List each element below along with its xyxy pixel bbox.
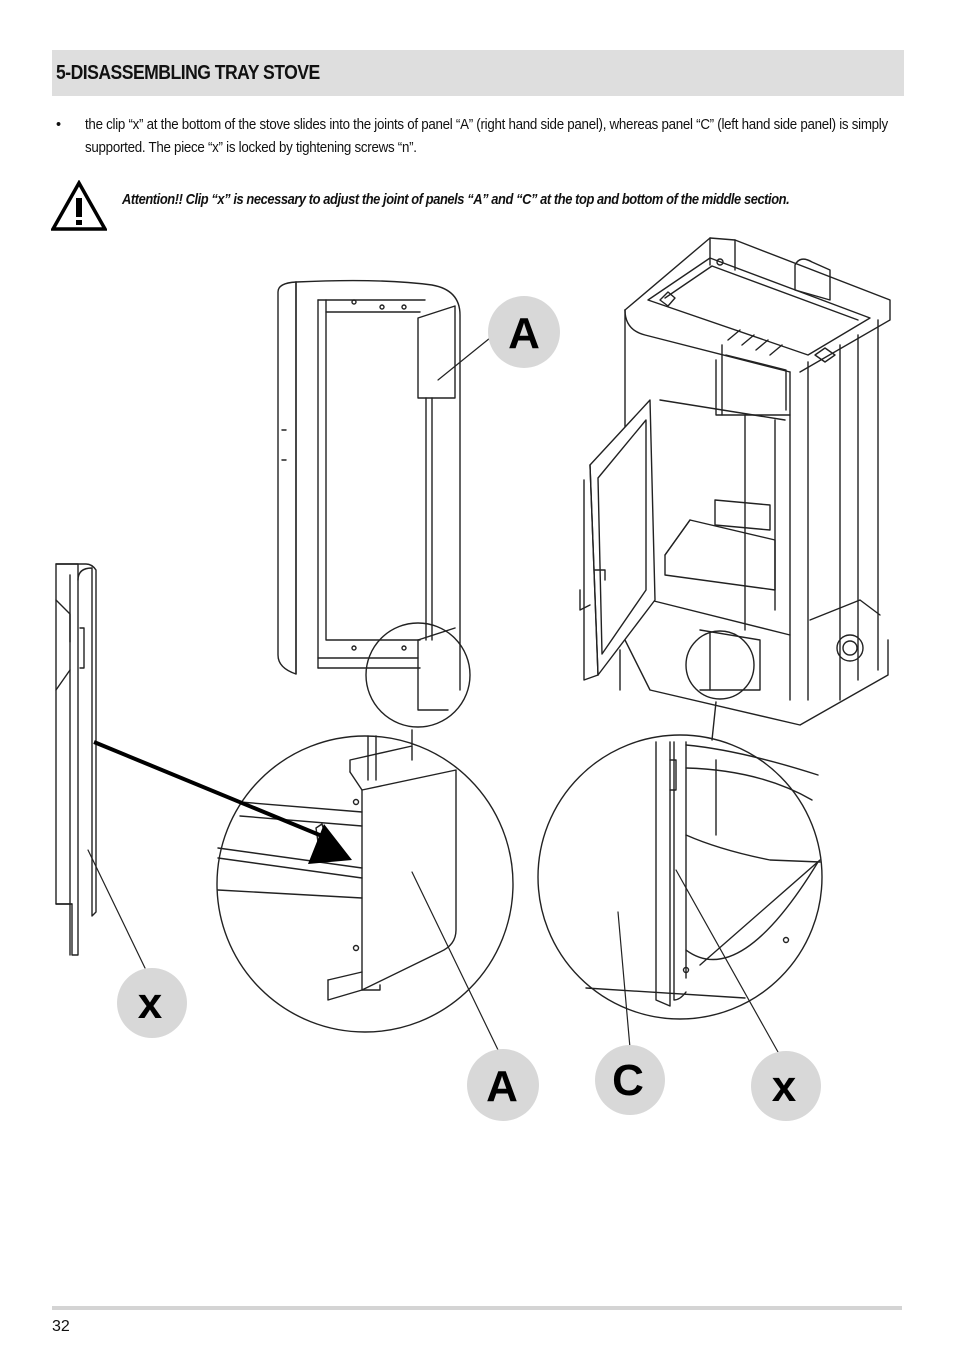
side-panel-a-drawing: [277, 279, 491, 746]
callout-a-bottom-label: A: [486, 1062, 518, 1111]
attention-note: Attention!! Clip “x” is necessary to adj…: [122, 191, 790, 208]
footer-divider: [52, 1306, 902, 1310]
callout-a-top: A: [488, 296, 560, 368]
detail-circle-panel-c: [537, 734, 823, 1053]
callout-x-bottom-label: x: [772, 1062, 797, 1111]
callout-a-bottom: A: [467, 1049, 539, 1121]
callout-c-bottom: C: [595, 1045, 665, 1115]
insertion-arrow: [93, 740, 352, 864]
callout-x-left-label: x: [138, 979, 163, 1028]
callout-a-top-label: A: [508, 309, 540, 358]
bullet-marker: •: [56, 117, 62, 133]
warning-triangle-icon: [51, 180, 107, 231]
section-header: 5-DISASSEMBLING TRAY STOVE: [52, 50, 904, 96]
bullet-text: the clip “x” at the bottom of the stove …: [85, 117, 888, 156]
clip-x-side-view: [55, 563, 146, 969]
callout-c-bottom-label: C: [612, 1056, 644, 1105]
bullet-list-item: • the clip “x” at the bottom of the stov…: [52, 114, 904, 160]
stove-body-drawing: [579, 237, 891, 741]
callout-x-bottom: x: [751, 1051, 821, 1121]
section-title: 5-DISASSEMBLING TRAY STOVE: [56, 61, 320, 84]
page-number: 32: [52, 1318, 70, 1335]
detail-circle-panel-a: [216, 735, 514, 1055]
callout-x-left: x: [117, 968, 187, 1038]
